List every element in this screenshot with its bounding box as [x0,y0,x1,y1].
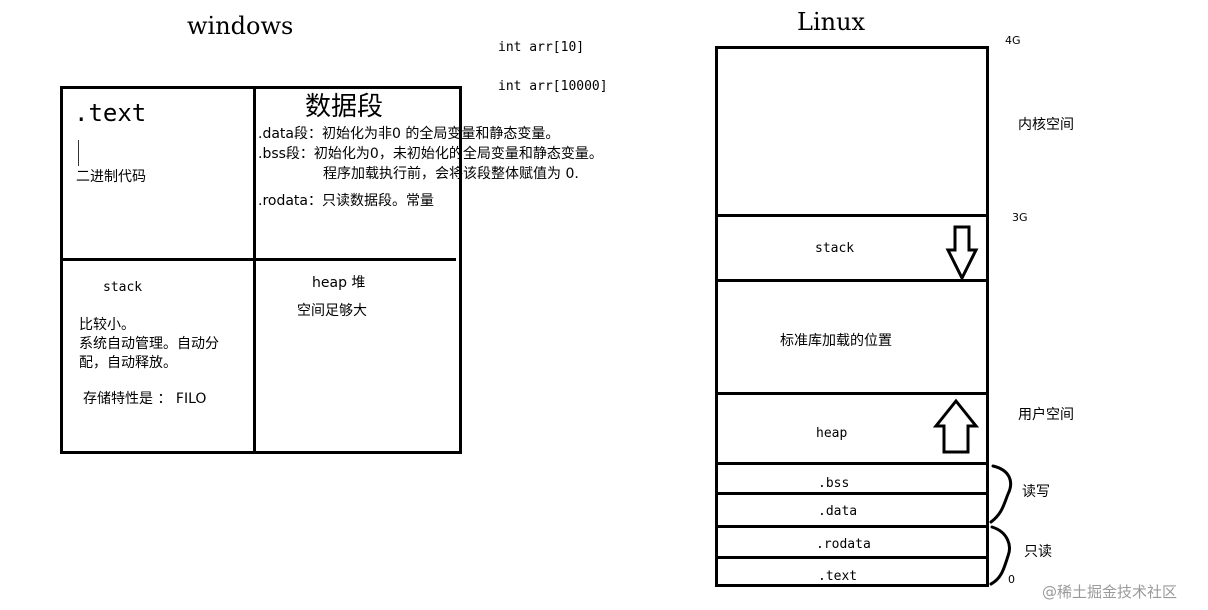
linux-user-space-label: 用户空间 [1018,407,1074,423]
stack-arrow-down-icon [945,225,979,282]
linux-memory-column [715,46,989,587]
windows-stack-desc-1: 比较小。 [79,317,135,333]
linux-stdlib-label: 标准库加载的位置 [780,333,892,349]
windows-rodata-line: .rodata：只读数据段。常量 [258,193,434,209]
linux-divider-rodata [715,556,989,559]
linux-text-label: .text [818,569,858,584]
linux-data-label: .data [818,504,858,519]
windows-data-section-title: 数据段 [305,92,384,122]
windows-grid-horizontal-divider [60,258,456,261]
windows-grid-vertical-divider [253,86,256,454]
read-write-brace-icon [989,464,1013,524]
heap-arrow-up-icon [932,398,980,454]
windows-text-section-desc: 二进制代码 [76,169,146,185]
note-int-arr-10: int arr[10] [498,40,585,55]
windows-stack-label: stack [103,280,143,295]
linux-divider-stdlib [715,392,989,395]
windows-stack-desc-3: 配，自动释放。 [79,355,177,371]
windows-data-line: .data段：初始化为非0 的全局变量和静态变量。 [258,126,560,142]
linux-mark-4g: 4G [1005,34,1021,47]
linux-read-write-label: 读写 [1022,484,1050,500]
linux-mark-3g: 3G [1012,211,1028,224]
linux-divider-data [715,525,989,528]
read-only-brace-icon [989,525,1011,586]
windows-stack-desc-2: 系统自动管理。自动分 [79,336,219,352]
linux-stack-label: stack [815,241,855,256]
windows-text-section-marker [78,140,79,166]
linux-rodata-label: .rodata [816,537,871,552]
watermark: @稀土掘金技术社区 [1042,583,1178,601]
note-int-arr-10000: int arr[10000] [498,79,608,94]
linux-kernel-space-label: 内核空间 [1018,117,1074,133]
linux-divider-bss [715,492,989,495]
windows-memory-grid [60,86,462,454]
windows-title: windows [187,12,294,40]
windows-text-section-label: .text [74,99,147,127]
linux-bss-label: .bss [818,476,850,491]
linux-divider-3g [715,214,989,217]
linux-heap-label: heap [816,426,848,441]
linux-divider-stack [715,279,989,282]
linux-title: Linux [797,8,866,36]
windows-heap-desc: 空间足够大 [297,303,367,319]
linux-read-only-label: 只读 [1024,544,1052,560]
linux-mark-0: 0 [1008,573,1015,586]
linux-divider-heap [715,462,989,465]
windows-stack-storage: 存储特性是 ： FILO [83,391,207,407]
windows-bss-line: .bss段：初始化为0，未初始化的全局变量和静态变量。 [258,146,603,162]
windows-heap-label: heap 堆 [312,275,366,291]
windows-bss-note: 程序加载执行前，会将该段整体赋值为 0. [323,166,579,182]
